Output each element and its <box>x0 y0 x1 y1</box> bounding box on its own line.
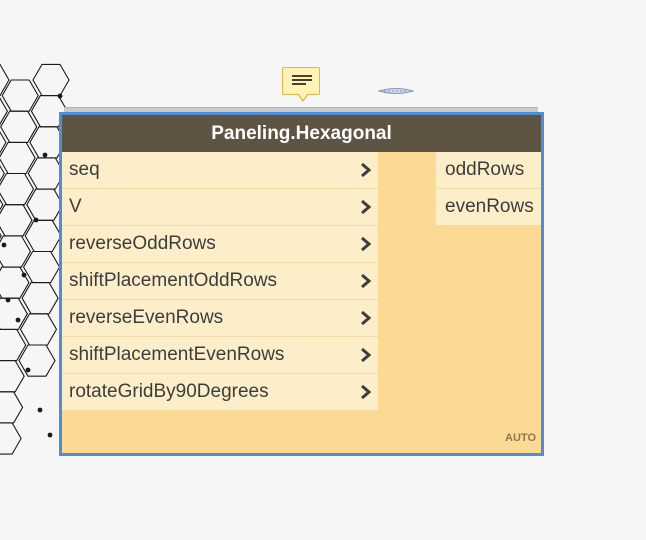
hexagon-cell <box>0 204 33 237</box>
vertex-point <box>15 317 21 323</box>
input-port-seq[interactable]: seq <box>62 152 378 189</box>
input-port-reverse-odd-rows[interactable]: reverseOddRows <box>62 226 378 263</box>
hexagon-cell <box>19 313 58 346</box>
vertex-point <box>25 367 31 373</box>
output-port-odd-rows[interactable]: oddRows <box>436 152 541 189</box>
input-port-shift-placement-even-rows[interactable]: shiftPlacementEvenRows <box>62 337 378 374</box>
hexagon-cell <box>32 63 70 97</box>
chevron-right-icon <box>361 162 372 178</box>
input-port-reverse-even-rows[interactable]: reverseEvenRows <box>62 300 378 337</box>
input-ports: seq V reverseOddRows shiftPlacementOddRo… <box>62 152 378 411</box>
chevron-right-icon <box>361 384 372 400</box>
vertex-point <box>37 407 43 413</box>
vertex-point <box>5 297 11 303</box>
hexagon-cell <box>29 126 67 159</box>
vertex-point <box>33 217 39 223</box>
chevron-right-icon <box>361 310 372 326</box>
input-port-rotate-grid[interactable]: rotateGridBy90Degrees <box>62 374 378 411</box>
hexagon-cell <box>0 232 2 240</box>
hexagon-cell <box>26 188 64 221</box>
vertex-point <box>57 93 63 99</box>
output-port-even-rows[interactable]: evenRows <box>436 189 541 226</box>
lacing-indicator[interactable]: AUTO <box>505 432 536 444</box>
hexagon-cell <box>27 157 65 190</box>
hexagon-cell <box>0 110 38 143</box>
hexagon-cell <box>0 360 25 393</box>
chevron-right-icon <box>361 199 372 215</box>
hexagon-cell <box>22 250 61 284</box>
chevron-right-icon <box>361 236 372 252</box>
input-port-label: rotateGridBy90Degrees <box>69 381 269 402</box>
vertex-point <box>21 272 27 278</box>
chevron-right-icon <box>361 347 372 363</box>
node-paneling-hexagonal[interactable]: Paneling.Hexagonal seq V reverseOddRows … <box>59 112 544 456</box>
input-port-label: reverseOddRows <box>69 233 216 254</box>
hexagon-cell <box>0 266 30 299</box>
hexagon-cell <box>0 235 32 268</box>
preview-bubble-icon[interactable] <box>378 86 414 96</box>
output-port-label: evenRows <box>445 196 534 217</box>
vertex-point <box>47 432 53 438</box>
input-port-v[interactable]: V <box>62 189 378 226</box>
output-port-label: oddRows <box>445 159 525 180</box>
hexagon-cell <box>24 219 62 253</box>
hexagon-cell <box>21 282 59 315</box>
hexagon-cell <box>1 79 39 112</box>
hexagon-cell <box>0 141 36 175</box>
hexagon-cell <box>0 391 24 424</box>
hexagon-cell <box>18 344 56 377</box>
comment-icon[interactable] <box>282 67 320 102</box>
chevron-right-icon <box>361 273 372 289</box>
hexagon-cell <box>0 328 27 362</box>
node-title[interactable]: Paneling.Hexagonal <box>62 115 541 152</box>
input-port-label: seq <box>69 159 100 180</box>
input-port-shift-placement-odd-rows[interactable]: shiftPlacementOddRows <box>62 263 378 300</box>
output-ports: oddRows evenRows <box>436 152 541 226</box>
hexagon-cell <box>0 172 35 206</box>
input-port-label: V <box>69 196 82 217</box>
input-port-label: shiftPlacementEvenRows <box>69 344 285 365</box>
vertex-point <box>42 152 48 158</box>
vertex-point <box>1 242 7 248</box>
node-title-label: Paneling.Hexagonal <box>211 122 392 144</box>
hexagon-geometry-preview <box>0 63 70 455</box>
hexagon-cell <box>0 297 28 330</box>
input-port-label: shiftPlacementOddRows <box>69 270 278 291</box>
hexagon-cell <box>0 422 22 455</box>
input-port-label: reverseEvenRows <box>69 307 224 328</box>
